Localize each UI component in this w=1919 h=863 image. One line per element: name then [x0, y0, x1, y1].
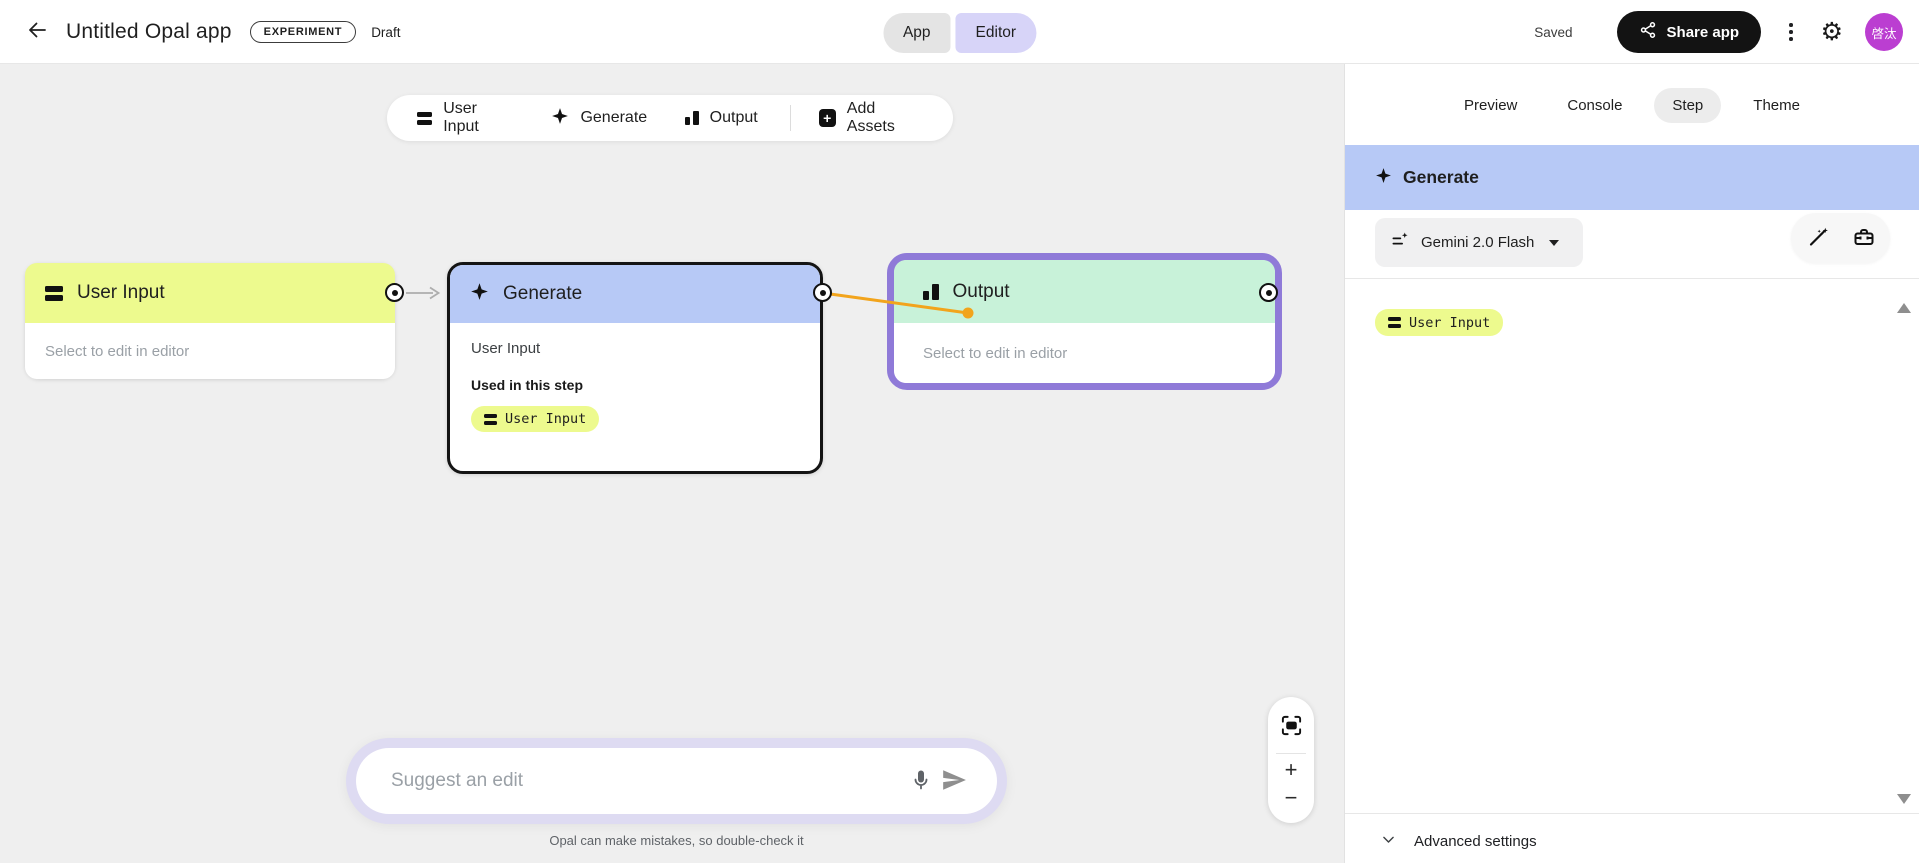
- node-toolbar: User Input Generate Output + Add Assets: [387, 95, 953, 141]
- model-name: Gemini 2.0 Flash: [1421, 234, 1535, 251]
- chevron-down-icon: [1380, 831, 1397, 853]
- toolbar-generate-button[interactable]: Generate: [547, 107, 651, 130]
- more-options-button[interactable]: [1783, 17, 1799, 47]
- fit-screen-icon: [1280, 714, 1303, 740]
- prompt-user-input-chip[interactable]: User Input: [1375, 309, 1504, 336]
- user-input-icon: [45, 285, 63, 301]
- microphone-icon: [909, 768, 933, 795]
- tab-preview[interactable]: Preview: [1464, 97, 1518, 114]
- panel-divider-bottom: [1345, 813, 1919, 814]
- suggest-edit-input[interactable]: [391, 770, 905, 792]
- tab-console[interactable]: Console: [1567, 97, 1623, 114]
- toolbox-icon: [1852, 225, 1876, 252]
- toolbar-user-input-button[interactable]: User Input: [413, 100, 517, 136]
- suggest-edit-bar: [346, 738, 1007, 824]
- generate-output-port[interactable]: [813, 283, 832, 302]
- step-title-bar: Generate: [1345, 145, 1919, 210]
- user-input-icon: [484, 413, 497, 425]
- user-input-icon: [1388, 317, 1401, 328]
- output-chart-icon: [685, 111, 699, 125]
- generate-input-reference: User Input: [471, 340, 541, 357]
- toolbar-generate-label: Generate: [580, 109, 648, 126]
- step-title: Generate: [1403, 167, 1479, 187]
- settings-gear-icon[interactable]: ⚙: [1820, 17, 1843, 46]
- model-tune-icon: [1389, 230, 1410, 256]
- user-input-node-header: User Input: [25, 263, 395, 323]
- experiment-badge: EXPERIMENT: [249, 21, 357, 43]
- advanced-settings-toggle[interactable]: Advanced settings: [1345, 820, 1919, 863]
- panel-action-buttons: [1791, 213, 1890, 263]
- generate-star-icon: [470, 282, 489, 307]
- mic-button[interactable]: [905, 764, 937, 799]
- generate-node-title: Generate: [503, 283, 583, 304]
- toolbar-divider: [789, 105, 791, 131]
- user-input-chip: User Input: [471, 406, 600, 432]
- toolbar-output-label: Output: [709, 109, 758, 126]
- share-icon: [1639, 21, 1657, 43]
- generate-star-icon: [1375, 167, 1392, 189]
- user-input-node-body: Select to edit in editor: [25, 323, 395, 379]
- saved-indicator: Saved: [1534, 24, 1573, 40]
- mode-toggle: App Editor: [882, 13, 1037, 53]
- toolbar-add-assets-button[interactable]: + Add Assets: [815, 100, 927, 136]
- topbar-left-group: Untitled Opal app EXPERIMENT Draft: [22, 0, 400, 64]
- zoom-out-button[interactable]: −: [1284, 785, 1298, 810]
- scroll-down-icon[interactable]: [1897, 794, 1911, 804]
- step-editor-panel: Preview Console Step Theme Generate Gemi…: [1344, 64, 1919, 863]
- zoom-divider: [1276, 753, 1306, 754]
- back-button[interactable]: [22, 17, 52, 47]
- toolbar-output-button[interactable]: Output: [681, 109, 762, 127]
- topbar-right-group: Saved Share app ⚙ 啓汰: [1534, 0, 1903, 64]
- output-node-body: Select to edit in editor: [894, 323, 1275, 383]
- avatar[interactable]: 啓汰: [1865, 13, 1903, 51]
- back-arrow-icon: [25, 18, 49, 47]
- magic-wand-icon: [1806, 225, 1830, 252]
- top-bar: Untitled Opal app EXPERIMENT Draft App E…: [0, 0, 1919, 64]
- tab-theme[interactable]: Theme: [1753, 97, 1800, 114]
- panel-tabs: Preview Console Step Theme: [1345, 88, 1919, 123]
- output-node-title: Output: [952, 280, 1010, 302]
- workflow-canvas[interactable]: User Input Generate Output + Add Assets: [0, 64, 1344, 863]
- generate-node[interactable]: Generate User Input Used in this step Us…: [447, 262, 823, 474]
- disclaimer-text: Opal can make mistakes, so double-check …: [549, 833, 804, 848]
- editor-mode-button[interactable]: Editor: [955, 13, 1037, 53]
- canvas-zoom-controls: + −: [1268, 697, 1314, 823]
- generate-star-icon: [551, 107, 569, 130]
- scroll-up-icon[interactable]: [1897, 303, 1911, 313]
- share-app-button[interactable]: Share app: [1616, 11, 1762, 53]
- zoom-in-button[interactable]: +: [1284, 757, 1298, 782]
- toolbar-user-input-label: User Input: [443, 100, 479, 135]
- panel-divider-top: [1345, 278, 1919, 279]
- fit-screen-button[interactable]: [1276, 710, 1307, 744]
- output-output-port[interactable]: [1259, 283, 1278, 302]
- draft-status: Draft: [371, 24, 401, 40]
- add-assets-icon: +: [818, 109, 836, 127]
- user-input-node-title: User Input: [77, 282, 165, 303]
- generate-node-header: Generate: [450, 265, 820, 323]
- user-input-icon: [417, 111, 433, 125]
- user-input-node[interactable]: User Input Select to edit in editor: [25, 263, 395, 379]
- model-selector-dropdown[interactable]: Gemini 2.0 Flash: [1375, 218, 1583, 267]
- output-node-selected[interactable]: Output Select to edit in editor: [887, 253, 1282, 390]
- output-chart-icon: [923, 283, 939, 300]
- used-in-step-heading: Used in this step: [471, 377, 584, 393]
- output-node-header: Output: [894, 260, 1275, 323]
- share-app-label: Share app: [1666, 23, 1740, 41]
- toolbox-button[interactable]: [1848, 221, 1880, 256]
- send-icon: [941, 767, 967, 796]
- magic-edit-button[interactable]: [1802, 221, 1834, 256]
- generate-node-body: User Input Used in this step User Input: [450, 323, 820, 432]
- send-button[interactable]: [937, 763, 971, 800]
- app-mode-button[interactable]: App: [882, 13, 951, 53]
- user-input-output-port[interactable]: [385, 283, 404, 302]
- kebab-icon: [1789, 23, 1793, 27]
- tab-step[interactable]: Step: [1654, 88, 1722, 123]
- toolbar-add-assets-label: Add Assets: [846, 100, 895, 135]
- dropdown-caret-icon: [1549, 239, 1560, 246]
- app-title: Untitled Opal app: [66, 20, 232, 43]
- advanced-settings-label: Advanced settings: [1414, 833, 1537, 850]
